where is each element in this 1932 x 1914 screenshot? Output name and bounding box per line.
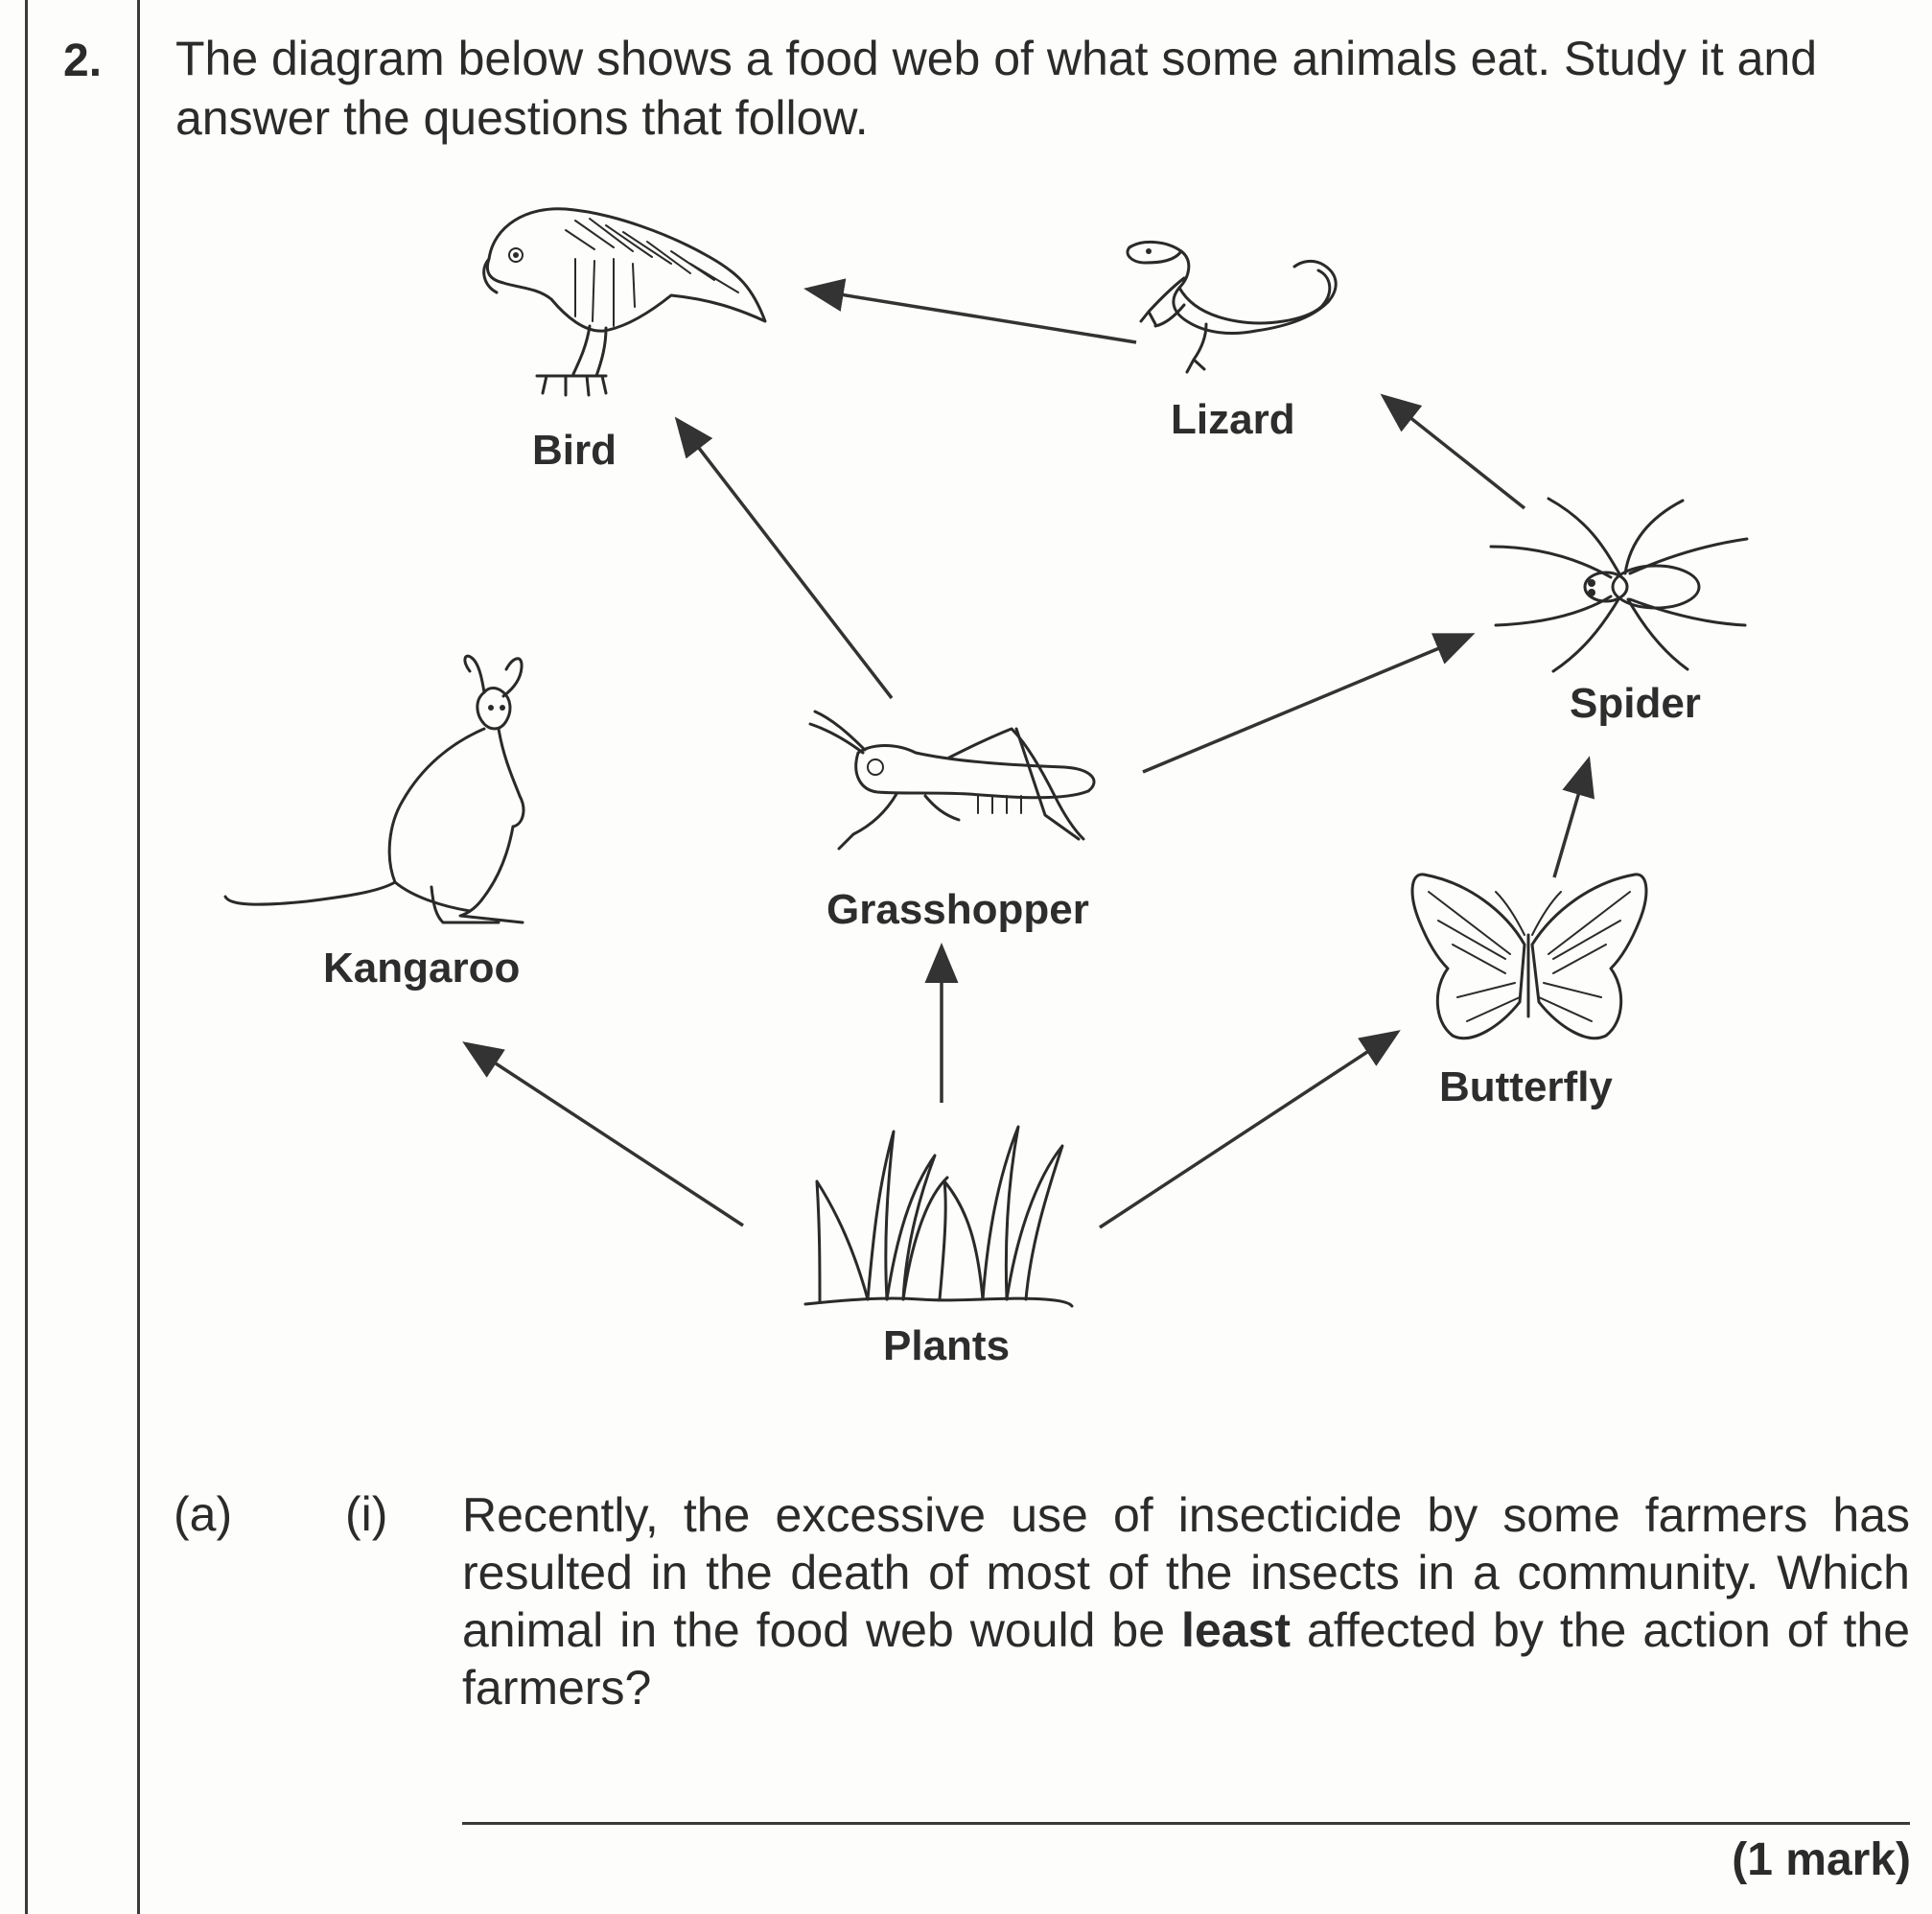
label-lizard: Lizard [1171, 396, 1295, 443]
label-grasshopper: Grasshopper [826, 886, 1089, 933]
arrow-plants-to-butterfly [1100, 1034, 1395, 1227]
part-i-label: (i) [345, 1486, 387, 1542]
kangaroo-illustration [225, 656, 524, 922]
label-butterfly: Butterfly [1439, 1063, 1613, 1110]
arrow-lizard-to-bird [810, 290, 1136, 342]
butterfly-illustration [1412, 875, 1646, 1039]
arrow-plants-to-kangaroo [468, 1045, 743, 1225]
arrow-spider-to-lizard [1385, 398, 1525, 508]
bird-illustration [484, 209, 765, 395]
arrow-grasshopper-to-spider [1143, 636, 1469, 772]
question-a-i-text: Recently, the excessive use of insectici… [462, 1486, 1910, 1716]
marks-allocation: (1 mark) [1732, 1833, 1911, 1886]
label-kangaroo: Kangaroo [323, 945, 520, 992]
label-spider: Spider [1570, 680, 1701, 727]
arrow-grasshopper-to-bird [679, 422, 892, 698]
label-bird: Bird [532, 427, 617, 474]
spider-illustration [1491, 499, 1747, 671]
grasshopper-illustration [810, 712, 1094, 849]
answer-line[interactable] [462, 1822, 1910, 1825]
label-plants: Plants [883, 1322, 1010, 1369]
arrow-butterfly-to-spider [1554, 762, 1588, 877]
plants-illustration [805, 1127, 1072, 1306]
question-bold-word: least [1181, 1603, 1291, 1657]
food-web-arrows [468, 290, 1588, 1227]
part-a-label: (a) [174, 1486, 232, 1542]
lizard-illustration [1128, 242, 1336, 372]
